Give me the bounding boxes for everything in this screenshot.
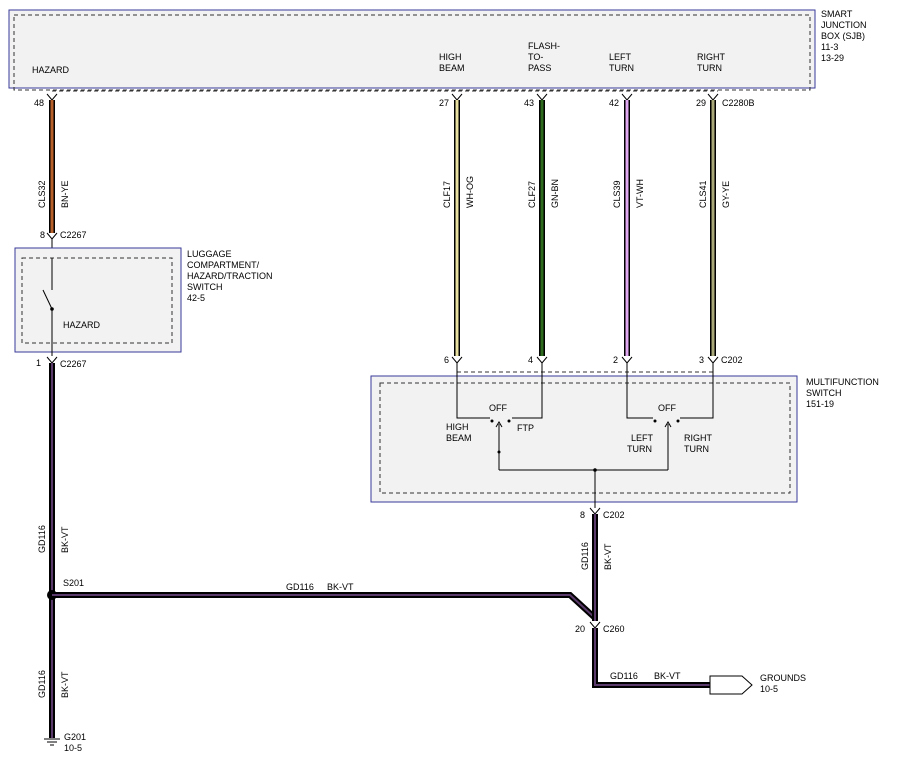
- gd116-lower-circuit: GD116: [37, 670, 47, 698]
- sjb-ftp-label-3: PASS: [528, 63, 551, 73]
- mfs-title-3: 151-19: [806, 399, 834, 409]
- splice-label: S201: [63, 578, 84, 588]
- gd116-horizontal-color: BK-VT: [327, 582, 354, 592]
- color-vt-wh: VT-WH: [635, 179, 645, 208]
- gd116-upper-circuit: GD116: [37, 525, 47, 553]
- c260-connector: C260: [603, 624, 625, 634]
- sjb-left-turn-label-2: TURN: [609, 63, 634, 73]
- mfs-bottom-pin: 8: [580, 510, 585, 520]
- ground-g201: G201: [64, 732, 86, 742]
- sjb-component: SMART JUNCTION BOX (SJB) 11-3 13-29 HAZA…: [8, 9, 867, 91]
- ground-g201-ref: 10-5: [64, 743, 82, 753]
- mfs-pin-3: 3: [699, 355, 704, 365]
- luggage-title-5: 42-5: [187, 293, 205, 303]
- color-gy-ye: GY-YE: [721, 181, 731, 208]
- circuit-cls41: CLS41: [698, 180, 708, 208]
- mfs-title-1: MULTIFUNCTION: [806, 377, 879, 387]
- luggage-bottom-connector: C2267: [60, 359, 87, 369]
- ground-wiring: GD116 BK-VT S201 GD116 BK-VT G201 10-5 G…: [37, 363, 806, 753]
- gd116-grounds-circuit: GD116: [610, 671, 638, 681]
- luggage-switch-component: 8 C2267 HAZARD LUGGAGE COMPARTMENT/ HAZA…: [14, 230, 273, 369]
- sjb-ftp-label-1: FLASH-: [528, 41, 560, 51]
- grounds-arrow-icon: [709, 675, 753, 695]
- sjb-high-beam-label-2: BEAM: [439, 63, 465, 73]
- gd116-mfs-circuit: GD116: [580, 542, 590, 570]
- color-wh-og: WH-OG: [465, 176, 475, 208]
- grounds-ref: 10-5: [760, 684, 778, 694]
- mfs-high-beam-2: BEAM: [446, 433, 472, 443]
- sjb-high-beam-label-1: HIGH: [439, 52, 462, 62]
- luggage-title-4: SWITCH: [187, 282, 223, 292]
- multifunction-switch-component: 6 4 2 3 C202 MULTIFUNCTION SWITCH 151-19…: [370, 355, 879, 520]
- mfs-left-turn-1: LEFT: [631, 433, 654, 443]
- c260-pin: 20: [575, 624, 585, 634]
- pin-29: 29: [696, 98, 706, 108]
- wire-cls32: 48 CLS32 BN-YE: [34, 93, 70, 233]
- luggage-title-1: LUGGAGE: [187, 249, 232, 259]
- wire-clf17: 27 CLF17 WH-OG: [439, 93, 475, 356]
- luggage-inner-label: HAZARD: [63, 320, 101, 330]
- mfs-pin-6: 6: [444, 355, 449, 365]
- sjb-connector-label: C2280B: [722, 98, 755, 108]
- circuit-clf27: CLF27: [527, 181, 537, 208]
- mfs-bottom-connector: C202: [603, 510, 625, 520]
- mfs-left-switch-arrow: [495, 421, 503, 432]
- mfs-left-turn-2: TURN: [627, 444, 652, 454]
- luggage-title-2: COMPARTMENT/: [187, 260, 260, 270]
- pin-27: 27: [439, 98, 449, 108]
- mfs-high-beam-1: HIGH: [446, 422, 469, 432]
- color-bn-ye: BN-YE: [60, 180, 70, 208]
- circuit-cls32: CLS32: [37, 180, 47, 208]
- mfs-off-left: OFF: [489, 403, 507, 413]
- gd116-lower-color: BK-VT: [60, 671, 70, 698]
- pin-42: 42: [609, 98, 619, 108]
- sjb-right-turn-label-1: RIGHT: [697, 52, 726, 62]
- sjb-left-turn-label-1: LEFT: [609, 52, 632, 62]
- gd116-horizontal-circuit: GD116: [286, 582, 314, 592]
- gd116-upper-color: BK-VT: [60, 526, 70, 553]
- luggage-top-connector: C2267: [60, 230, 87, 240]
- sjb-ftp-label-2: TO-: [528, 52, 543, 62]
- gd116-mfs-color: BK-VT: [603, 543, 613, 570]
- sjb-title-1: SMART: [821, 9, 853, 19]
- sjb-hazard-label: HAZARD: [32, 65, 70, 75]
- mfs-right-switch-arrow: [664, 421, 672, 432]
- mfs-ftp: FTP: [517, 423, 534, 433]
- circuit-cls39: CLS39: [612, 180, 622, 208]
- grounds-label: GROUNDS: [760, 673, 806, 683]
- mfs-pin-4: 4: [528, 355, 533, 365]
- wire-cls41: 29 C2280B CLS41 GY-YE: [696, 93, 755, 356]
- wire-cls39: 42 CLS39 VT-WH: [609, 93, 645, 356]
- mfs-off-right: OFF: [658, 403, 676, 413]
- mfs-connector: C202: [721, 355, 743, 365]
- mfs-right-turn-1: RIGHT: [684, 433, 713, 443]
- sjb-right-turn-label-2: TURN: [697, 63, 722, 73]
- pin-48: 48: [34, 98, 44, 108]
- sjb-title-3: BOX (SJB): [821, 31, 865, 41]
- luggage-bottom-pin: 1: [36, 358, 41, 368]
- circuit-clf17: CLF17: [442, 181, 452, 208]
- luggage-top-pin: 8: [40, 230, 45, 240]
- luggage-title-3: HAZARD/TRACTION: [187, 271, 273, 281]
- mfs-right-turn-2: TURN: [684, 444, 709, 454]
- sjb-title-5: 13-29: [821, 53, 844, 63]
- hazard-switch-contact: [42, 289, 53, 310]
- gd116-grounds-color: BK-VT: [654, 671, 681, 681]
- pin-43: 43: [524, 98, 534, 108]
- mfs-pin-2: 2: [613, 355, 618, 365]
- wire-clf27: 43 CLF27 GN-BN: [524, 93, 560, 356]
- color-gn-bn: GN-BN: [550, 179, 560, 208]
- mfs-title-2: SWITCH: [806, 388, 842, 398]
- sjb-title-4: 11-3: [821, 42, 838, 52]
- sjb-title-2: JUNCTION: [821, 20, 867, 30]
